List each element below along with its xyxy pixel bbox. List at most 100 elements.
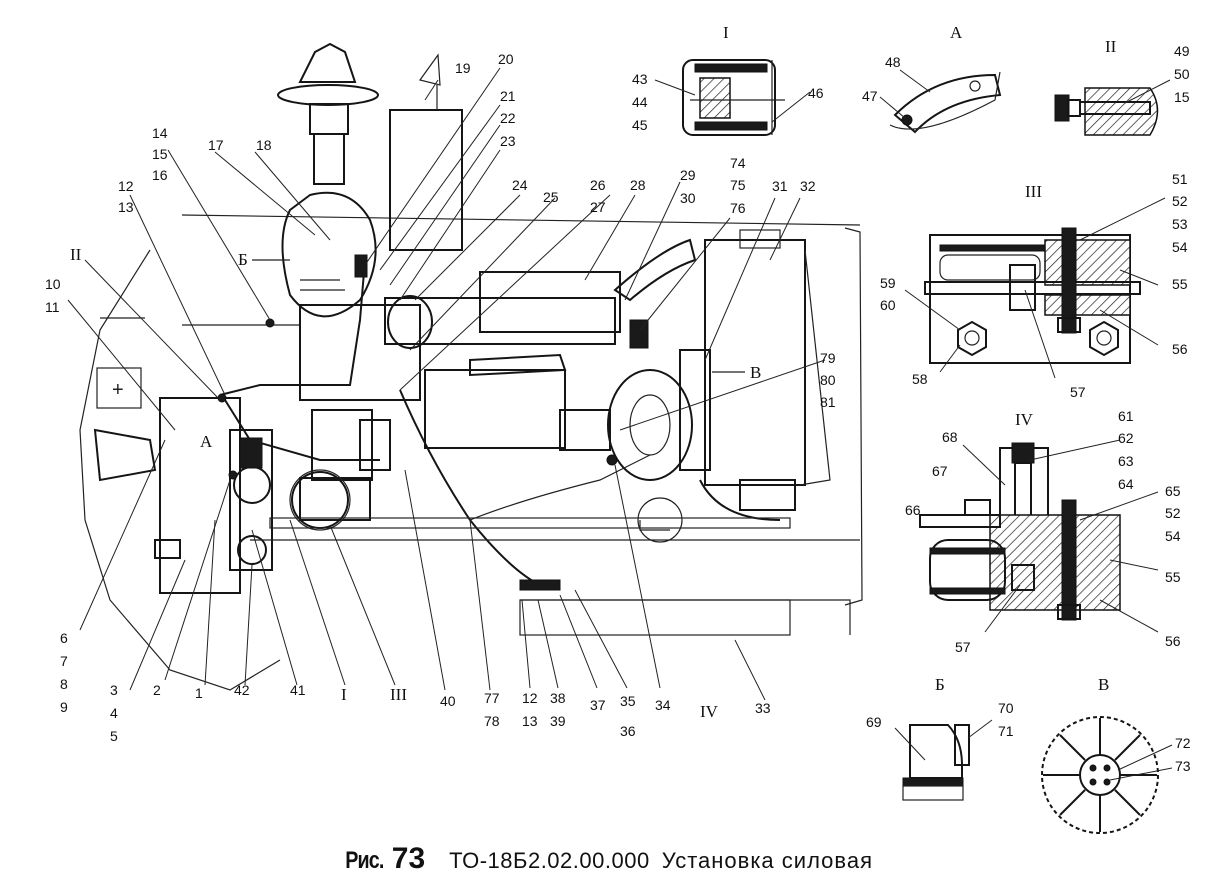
callout: 73	[1175, 758, 1191, 774]
detail-III-title: III	[1025, 182, 1042, 201]
callout: 44	[632, 94, 648, 110]
callout: 12	[522, 690, 538, 706]
main-label-A: А	[200, 432, 213, 451]
callout: 29	[680, 167, 696, 183]
callout: 76	[730, 200, 746, 216]
callout: 68	[942, 429, 958, 445]
callout: 33	[755, 700, 771, 716]
detail-view-III: III	[904, 182, 1166, 379]
callout: 38	[550, 690, 566, 706]
figure-caption: Рис. 73 ТО-18Б2.02.00.000 Установка силовая	[0, 842, 1214, 876]
callout: 77	[484, 690, 500, 706]
callout: 13	[522, 713, 538, 729]
callout-numbers: 14 15 16 17 18 19 20 21 22 23 24 25 26 2…	[45, 43, 1191, 774]
callout: 14	[152, 125, 168, 141]
callout: 66	[905, 502, 921, 518]
callout: 5	[110, 728, 118, 744]
detail-view-B-cyr: Б	[894, 675, 993, 801]
callout: 57	[1070, 384, 1086, 400]
main-assembly-view: +	[70, 42, 863, 721]
main-label-IV: IV	[700, 702, 719, 721]
callout: 52	[1165, 505, 1181, 521]
callout: 21	[500, 88, 516, 104]
callout: 56	[1172, 341, 1188, 357]
callout: 79	[820, 350, 836, 366]
callout: 26	[590, 177, 606, 193]
drawing-code: ТО-18Б2.02.00.000	[449, 848, 650, 873]
callout: 58	[912, 371, 928, 387]
callout: 35	[620, 693, 636, 709]
callout: 71	[998, 723, 1014, 739]
detail-view-IV: IV	[919, 410, 1159, 633]
callout: 12	[118, 178, 134, 194]
callout: 64	[1118, 476, 1134, 492]
callout: 54	[1165, 528, 1181, 544]
callout: 31	[772, 178, 788, 194]
callout: 11	[45, 299, 60, 315]
callout: 20	[498, 51, 514, 67]
detail-view-II: II	[1054, 37, 1171, 136]
callout: 8	[60, 676, 68, 692]
callout: 3	[110, 682, 118, 698]
detail-view-A: А	[879, 23, 1002, 134]
callout: 6	[60, 630, 68, 646]
callout: 16	[152, 167, 168, 183]
callout: 49	[1174, 43, 1190, 59]
detail-view-V-cyr: В	[1041, 675, 1173, 834]
callout: 59	[880, 275, 896, 291]
callout: 45	[632, 117, 648, 133]
callout: 61	[1118, 408, 1134, 424]
detail-A-title: А	[950, 23, 963, 42]
callout: 60	[880, 297, 896, 313]
callout: 1	[195, 685, 203, 701]
callout: 50	[1174, 66, 1190, 82]
callout: 2	[153, 682, 161, 698]
callout: 32	[800, 178, 816, 194]
callout: 30	[680, 190, 696, 206]
callout: 27	[590, 199, 606, 215]
callout: 39	[550, 713, 566, 729]
callout: 48	[885, 54, 901, 70]
callout: 7	[60, 653, 68, 669]
callout: 34	[655, 697, 671, 713]
callout: 41	[290, 682, 306, 698]
detail-II-title: II	[1105, 37, 1117, 56]
detail-I-title: I	[723, 23, 729, 42]
callout: 55	[1165, 569, 1181, 585]
callout: 52	[1172, 193, 1188, 209]
callout: 4	[110, 705, 118, 721]
callout: 62	[1118, 430, 1134, 446]
callout: 13	[118, 199, 134, 215]
callout: 54	[1172, 239, 1188, 255]
callout: 40	[440, 693, 456, 709]
callout: 63	[1118, 453, 1134, 469]
callout: 24	[512, 177, 528, 193]
callout: 42	[234, 682, 250, 698]
callout: 53	[1172, 216, 1188, 232]
callout: 57	[955, 639, 971, 655]
callout: 17	[208, 137, 224, 153]
callout: 51	[1172, 171, 1188, 187]
callout: 36	[620, 723, 636, 739]
callout: 65	[1165, 483, 1181, 499]
callout: 69	[866, 714, 882, 730]
figure-prefix: Рис.	[345, 847, 384, 874]
callout: 80	[820, 372, 836, 388]
detail-V-cyr-title: В	[1098, 675, 1109, 694]
callout: 72	[1175, 735, 1191, 751]
main-label-II: II	[70, 245, 82, 264]
main-label-III: III	[390, 685, 407, 704]
callout: 78	[484, 713, 500, 729]
callout: 18	[256, 137, 272, 153]
main-label-V-cyr: В	[750, 363, 761, 382]
figure-number: 73	[391, 842, 426, 875]
callout: 9	[60, 699, 68, 715]
callout: 22	[500, 110, 516, 126]
drawing-title: Установка силовая	[661, 848, 873, 873]
callout: 15	[152, 146, 168, 162]
callout: 15	[1174, 89, 1190, 105]
main-label-I: I	[341, 685, 347, 704]
callout: 70	[998, 700, 1014, 716]
callout: 47	[862, 88, 878, 104]
